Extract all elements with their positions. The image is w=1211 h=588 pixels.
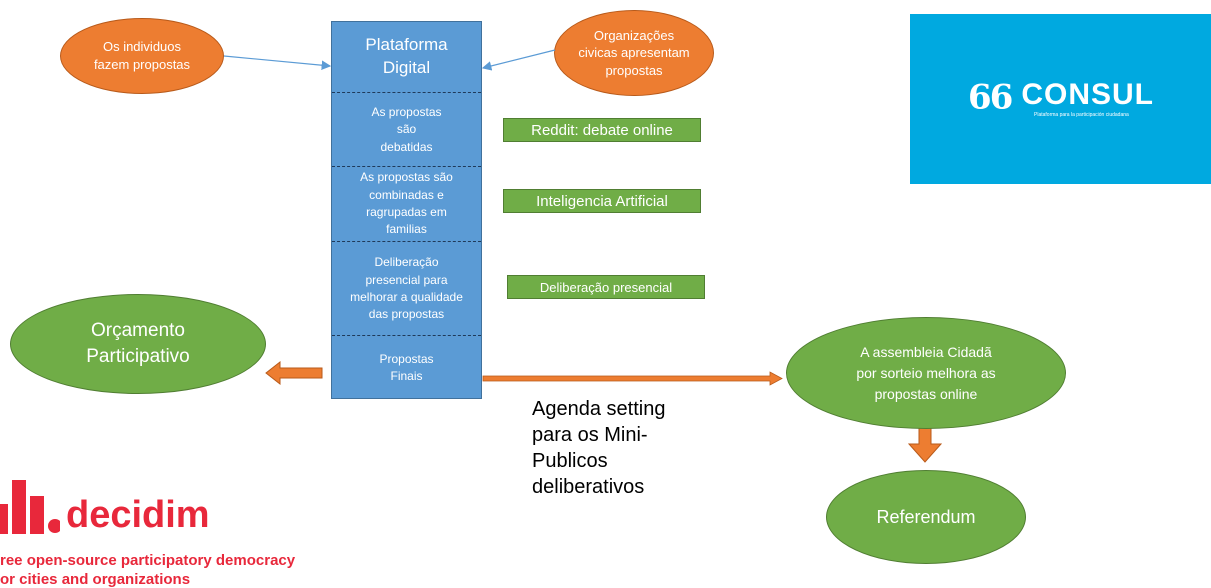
individuals-arrow bbox=[223, 55, 332, 70]
platform-divider bbox=[332, 241, 481, 242]
consul-quote-icon: 99 bbox=[970, 75, 1014, 115]
platform-section-deliberation: Deliberação presencial para melhorar a q… bbox=[350, 255, 463, 322]
ai-box: Inteligencia Artificial bbox=[503, 189, 701, 213]
referendum-ellipse: Referendum bbox=[826, 470, 1026, 564]
decidim-logo: decidim ree open-source participatory de… bbox=[0, 478, 340, 588]
organizations-ellipse: Organizações civicas apresentam proposta… bbox=[554, 10, 714, 96]
platform-title: Plataforma Digital bbox=[365, 35, 448, 77]
individuals-ellipse: Os individuos fazem propostas bbox=[60, 18, 224, 94]
down-orange-arrow bbox=[907, 423, 943, 463]
platform-divider bbox=[332, 335, 481, 336]
decidim-tagline-2: or cities and organizations bbox=[0, 571, 191, 588]
left-orange-arrow bbox=[265, 360, 323, 386]
participatory-budget-label: Orçamento Participativo bbox=[86, 320, 190, 367]
platform-divider bbox=[332, 92, 481, 93]
deliberation-box: Deliberação presencial bbox=[507, 275, 705, 299]
platform-divider bbox=[332, 166, 481, 167]
platform-section-final: Propostas Finais bbox=[379, 351, 434, 383]
consul-logo: 99 CONSUL Plataforma para la participaci… bbox=[910, 14, 1211, 184]
right-orange-arrow bbox=[482, 371, 783, 386]
consul-tagline: Plataforma para la participación ciudada… bbox=[1034, 112, 1129, 118]
platform-section-combine: As propostas são combinadas e ragrupadas… bbox=[360, 170, 453, 237]
citizen-assembly-label: A assembleia Cidadã por sorteio melhora … bbox=[856, 343, 996, 402]
digital-platform: Plataforma Digital As propostas são deba… bbox=[331, 21, 482, 399]
participatory-budget-ellipse: Orçamento Participativo bbox=[10, 294, 266, 394]
citizen-assembly-ellipse: A assembleia Cidadã por sorteio melhora … bbox=[786, 317, 1066, 429]
referendum-label: Referendum bbox=[876, 506, 976, 527]
organizations-arrow bbox=[481, 49, 556, 71]
decidim-bars-icon bbox=[0, 480, 60, 534]
organizations-label: Organizações civicas apresentam proposta… bbox=[578, 27, 690, 78]
decidim-tagline-1: ree open-source participatory democracy bbox=[0, 552, 296, 569]
platform-section-debate: As propostas são debatidas bbox=[371, 104, 442, 154]
reddit-box: Reddit: debate online bbox=[503, 118, 701, 142]
agenda-setting-text: Agenda setting para os Mini- Publicos de… bbox=[532, 398, 666, 498]
consul-wordmark: 99 CONSUL bbox=[970, 75, 1154, 115]
individuals-label: Os individuos fazem propostas bbox=[93, 39, 191, 72]
consul-name: CONSUL bbox=[1021, 78, 1154, 111]
decidim-name: decidim bbox=[66, 494, 210, 536]
